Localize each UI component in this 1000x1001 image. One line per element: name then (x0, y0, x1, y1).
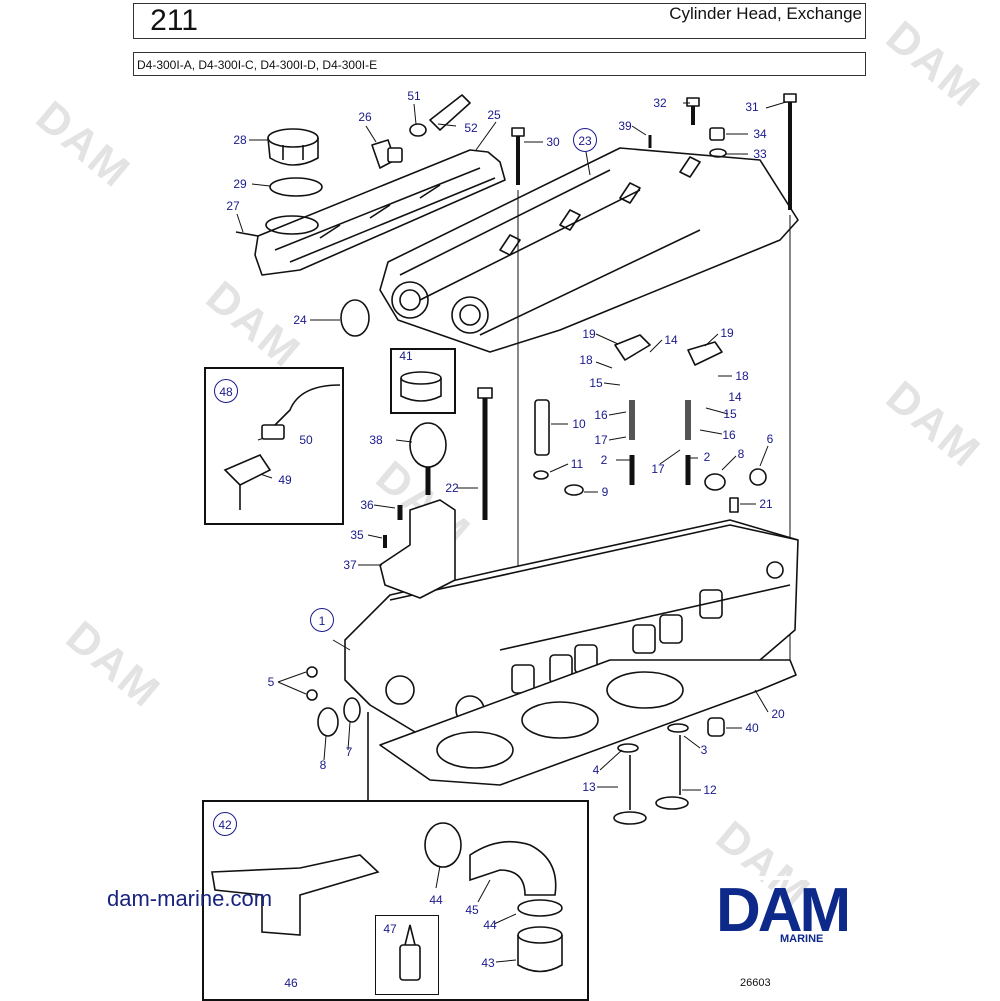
part-label: 28 (233, 133, 247, 147)
part-label: 14 (664, 333, 678, 347)
part-label: 2 (703, 450, 711, 464)
elbow (517, 935, 563, 973)
part-label: 39 (618, 119, 632, 133)
dam-logo: DAM (716, 876, 851, 945)
part-label: 17 (651, 462, 665, 476)
part-label: 6 (766, 432, 774, 446)
part-label: 14 (728, 390, 742, 404)
hose (469, 840, 557, 896)
inset-label-47: 47 (383, 922, 397, 936)
part-label: 25 (487, 108, 501, 122)
part-label: 5 (267, 675, 275, 689)
model-list: D4-300I-A, D4-300I-C, D4-300I-D, D4-300I… (133, 52, 866, 76)
part-label: 24 (293, 313, 307, 327)
part-label: 34 (753, 127, 767, 141)
title-box: Cylinder Head, Exchange (213, 3, 866, 39)
part-label: 13 (582, 780, 596, 794)
logo-subtitle: MARINE (780, 933, 824, 945)
part-label: 7 (345, 745, 353, 759)
part-label: 2 (600, 453, 608, 467)
inset-box-48 (204, 367, 344, 525)
part-label: 50 (299, 433, 313, 447)
part-label: 15 (723, 407, 737, 421)
part-label: 44 (429, 893, 443, 907)
part-label: 18 (579, 353, 593, 367)
part-label: 33 (753, 147, 767, 161)
part-label: 18 (735, 369, 749, 383)
part-label: 40 (745, 721, 759, 735)
part-label: 8 (737, 447, 745, 461)
inset-box-47 (375, 915, 439, 995)
valves (613, 723, 689, 825)
part-label: 10 (572, 417, 586, 431)
part-label: 52 (464, 121, 478, 135)
head-gasket (379, 659, 797, 786)
part-label: 46 (284, 976, 298, 990)
o-ring (269, 177, 323, 197)
website-link[interactable]: dam-marine.com (107, 886, 273, 911)
part-label: 38 (369, 433, 383, 447)
part-label: 35 (350, 528, 364, 542)
part-label: 30 (546, 135, 560, 149)
part-label: 21 (759, 497, 773, 511)
part-label: 20 (771, 707, 785, 721)
ref-circle-48: 48 (214, 379, 238, 403)
part-label: 29 (233, 177, 247, 191)
camshaft-housing (379, 147, 799, 353)
sealant-bottle (399, 944, 421, 981)
part-label: 9 (601, 485, 609, 499)
part-label: 27 (226, 199, 240, 213)
seal-41-drawing (400, 371, 442, 402)
ref-circle-23: 23 (573, 128, 597, 152)
inset-box-41 (390, 348, 456, 414)
part-label: 31 (745, 100, 759, 114)
page-number: 211 (133, 3, 215, 39)
part-label: 19 (582, 327, 596, 341)
part-label: 3 (700, 743, 708, 757)
part-label: 19 (720, 326, 734, 340)
inset-label-41: 41 (399, 349, 413, 363)
bracket (211, 854, 380, 936)
part-label: 4 (592, 763, 600, 777)
clamp (424, 822, 462, 868)
part-label: 36 (360, 498, 374, 512)
part-label: 12 (703, 783, 717, 797)
oil-cap (267, 128, 319, 166)
drawing-reference: 26603 (740, 977, 771, 989)
ref-circle-42: 42 (213, 812, 237, 836)
valve-cover (254, 149, 506, 276)
sensor-cable (269, 384, 341, 431)
part-label: 17 (594, 433, 608, 447)
part-label: 15 (589, 376, 603, 390)
ref-circle-1: 1 (310, 608, 334, 632)
part-label: 16 (722, 428, 736, 442)
part-label: 37 (343, 558, 357, 572)
page-title: Cylinder Head, Exchange (669, 4, 862, 23)
part-label: 26 (358, 110, 372, 124)
breather-nipple (371, 139, 403, 169)
part-label: 16 (594, 408, 608, 422)
part-label: 45 (465, 903, 479, 917)
part-label: 51 (407, 89, 421, 103)
part-label: 11 (570, 457, 584, 471)
part-label: 49 (278, 473, 292, 487)
part-label: 43 (481, 956, 495, 970)
part-label: 32 (653, 96, 667, 110)
part-label: 8 (319, 758, 327, 772)
part-label: 44 (483, 918, 497, 932)
part-label: 22 (445, 481, 459, 495)
